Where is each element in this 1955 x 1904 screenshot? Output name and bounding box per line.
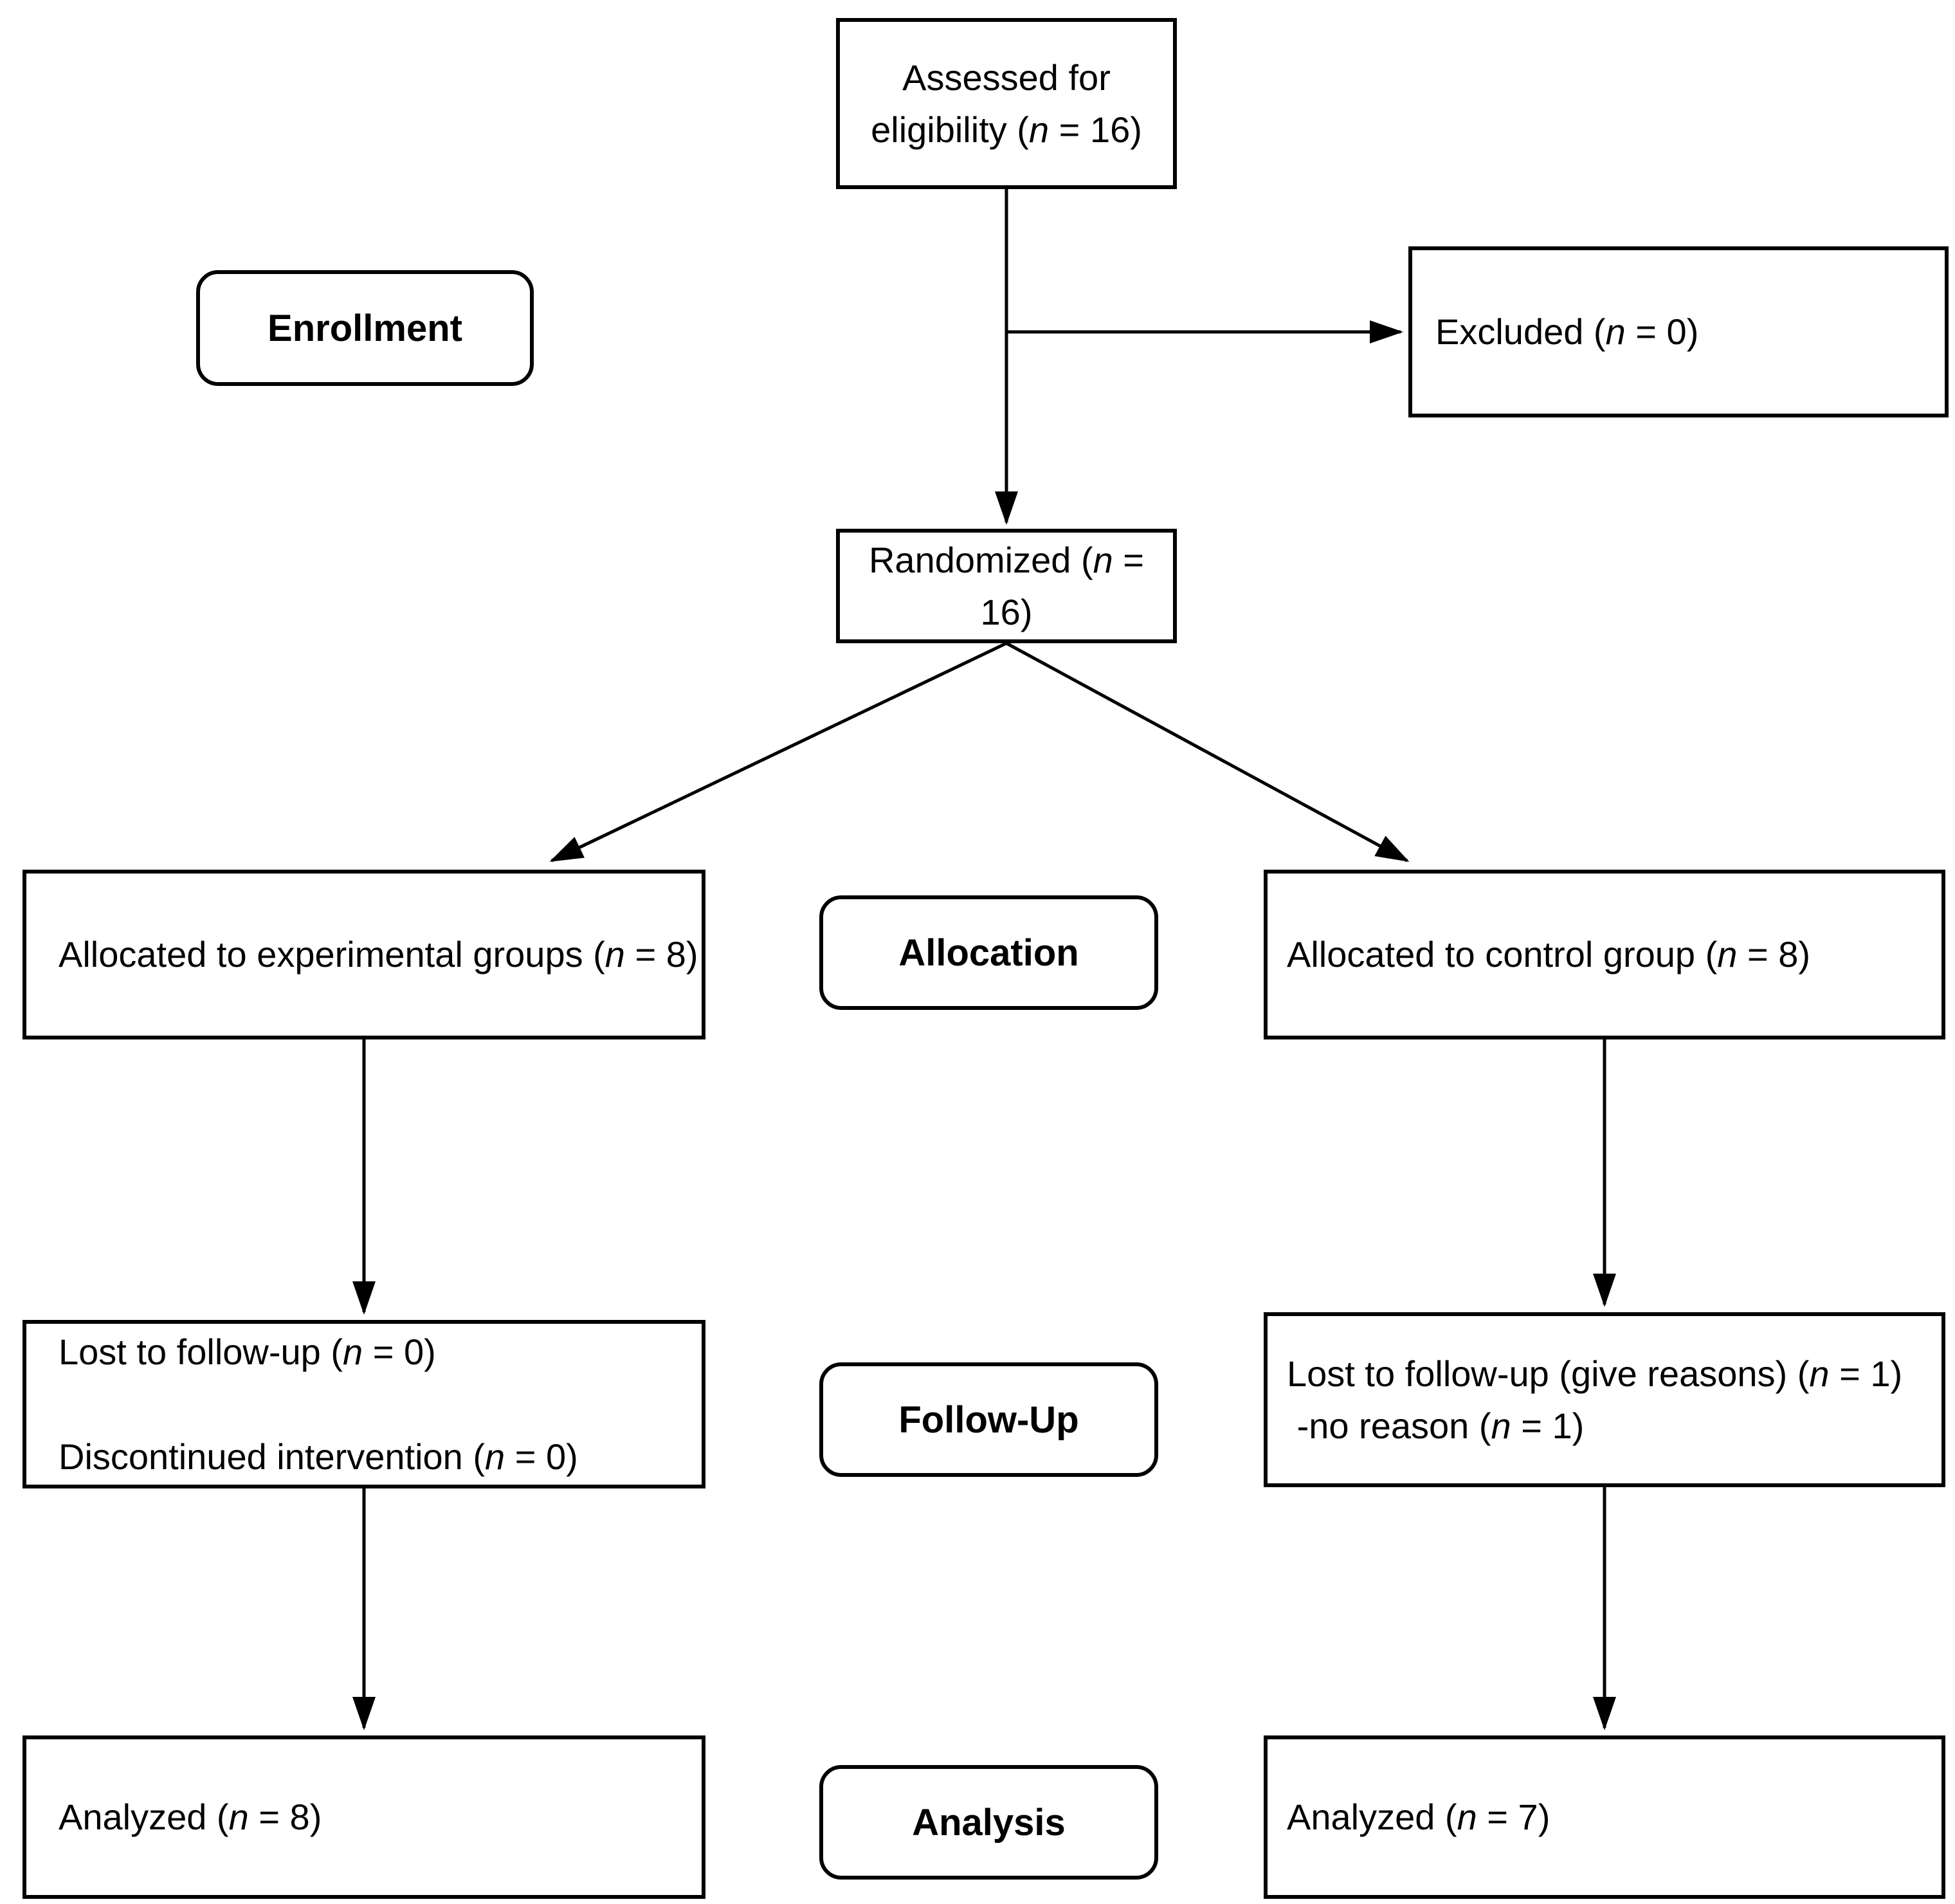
text-line [59, 1378, 69, 1430]
stage-label-followup: Follow-Up [819, 1362, 1158, 1477]
text-line: eligibility (n = 16) [871, 109, 1142, 150]
text-line: Allocated to control group (n = 8) [1287, 934, 1811, 975]
stage-label-analysis: Analysis [819, 1765, 1158, 1880]
text-line: -no reason (n = 1) [1287, 1405, 1585, 1446]
text-line: Lost to follow-up (n = 0) [59, 1332, 436, 1373]
connector-randomized-to-control [1005, 641, 1410, 863]
followup-control-box: Lost to follow-up (give reasons) (n = 1)… [1264, 1312, 1945, 1487]
text-line: Excluded (n = 0) [1435, 311, 1699, 352]
text-line: Discontinued intervention (n = 0) [59, 1436, 578, 1477]
allocated-control-box: Allocated to control group (n = 8) [1264, 870, 1945, 1039]
text-line: Randomized (n = 16) [868, 539, 1154, 632]
text-line: Analyzed (n = 8) [59, 1797, 322, 1838]
analyzed-control-box: Analyzed (n = 7) [1264, 1735, 1945, 1899]
randomized-box: Randomized (n = 16) [836, 529, 1177, 643]
text-line: Analyzed (n = 7) [1287, 1797, 1550, 1838]
analyzed-experimental-box: Analyzed (n = 8) [23, 1735, 705, 1899]
stage-label-allocation: Allocation [819, 895, 1158, 1010]
text-line: Lost to follow-up (give reasons) (n = 1) [1287, 1353, 1903, 1394]
stage-label-enrollment: Enrollment [196, 270, 534, 386]
allocated-experimental-box: Allocated to experimental groups (n = 8) [23, 870, 705, 1039]
followup-experimental-box: Lost to follow-up (n = 0) Discontinued i… [23, 1320, 705, 1488]
assessed-eligibility-box: Assessed for eligibility (n = 16) [836, 18, 1177, 189]
excluded-box: Excluded (n = 0) [1408, 246, 1949, 417]
connector-randomized-to-experimental [549, 641, 1008, 863]
text-line: Assessed for [902, 57, 1111, 98]
text-line: Allocated to experimental groups (n = 8) [59, 934, 698, 975]
